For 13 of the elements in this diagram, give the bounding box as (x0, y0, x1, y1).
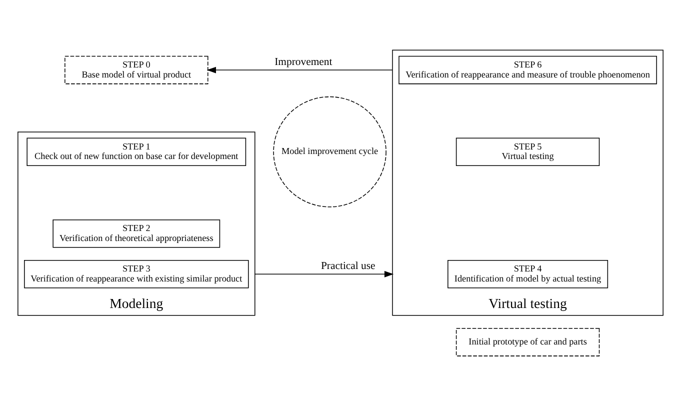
node-box: Initial prototype of car and parts (456, 328, 600, 356)
edge-label: Practical use (320, 260, 376, 272)
node-circle: Model improvement cycle (273, 96, 386, 208)
node-box: STEP 2 Verification of theoretical appropriateness (52, 220, 220, 248)
node-box: STEP 1 Check out of new function on base car for development (26, 138, 246, 166)
node-box: STEP 0 Base model of virtual product (64, 56, 208, 84)
node-box: STEP 6 Verification of reappearance and measure of trouble phoenomenon (398, 56, 657, 84)
arrow (254, 270, 394, 278)
node-box: STEP 4 Identification of model by actual testing (448, 260, 608, 288)
node-box: STEP 3 Verification of reappearance with existing similar product (24, 260, 249, 288)
edge-label: Improvement (274, 56, 332, 68)
arrow (206, 66, 393, 74)
node-box: STEP 5 Virtual testing (456, 138, 600, 166)
